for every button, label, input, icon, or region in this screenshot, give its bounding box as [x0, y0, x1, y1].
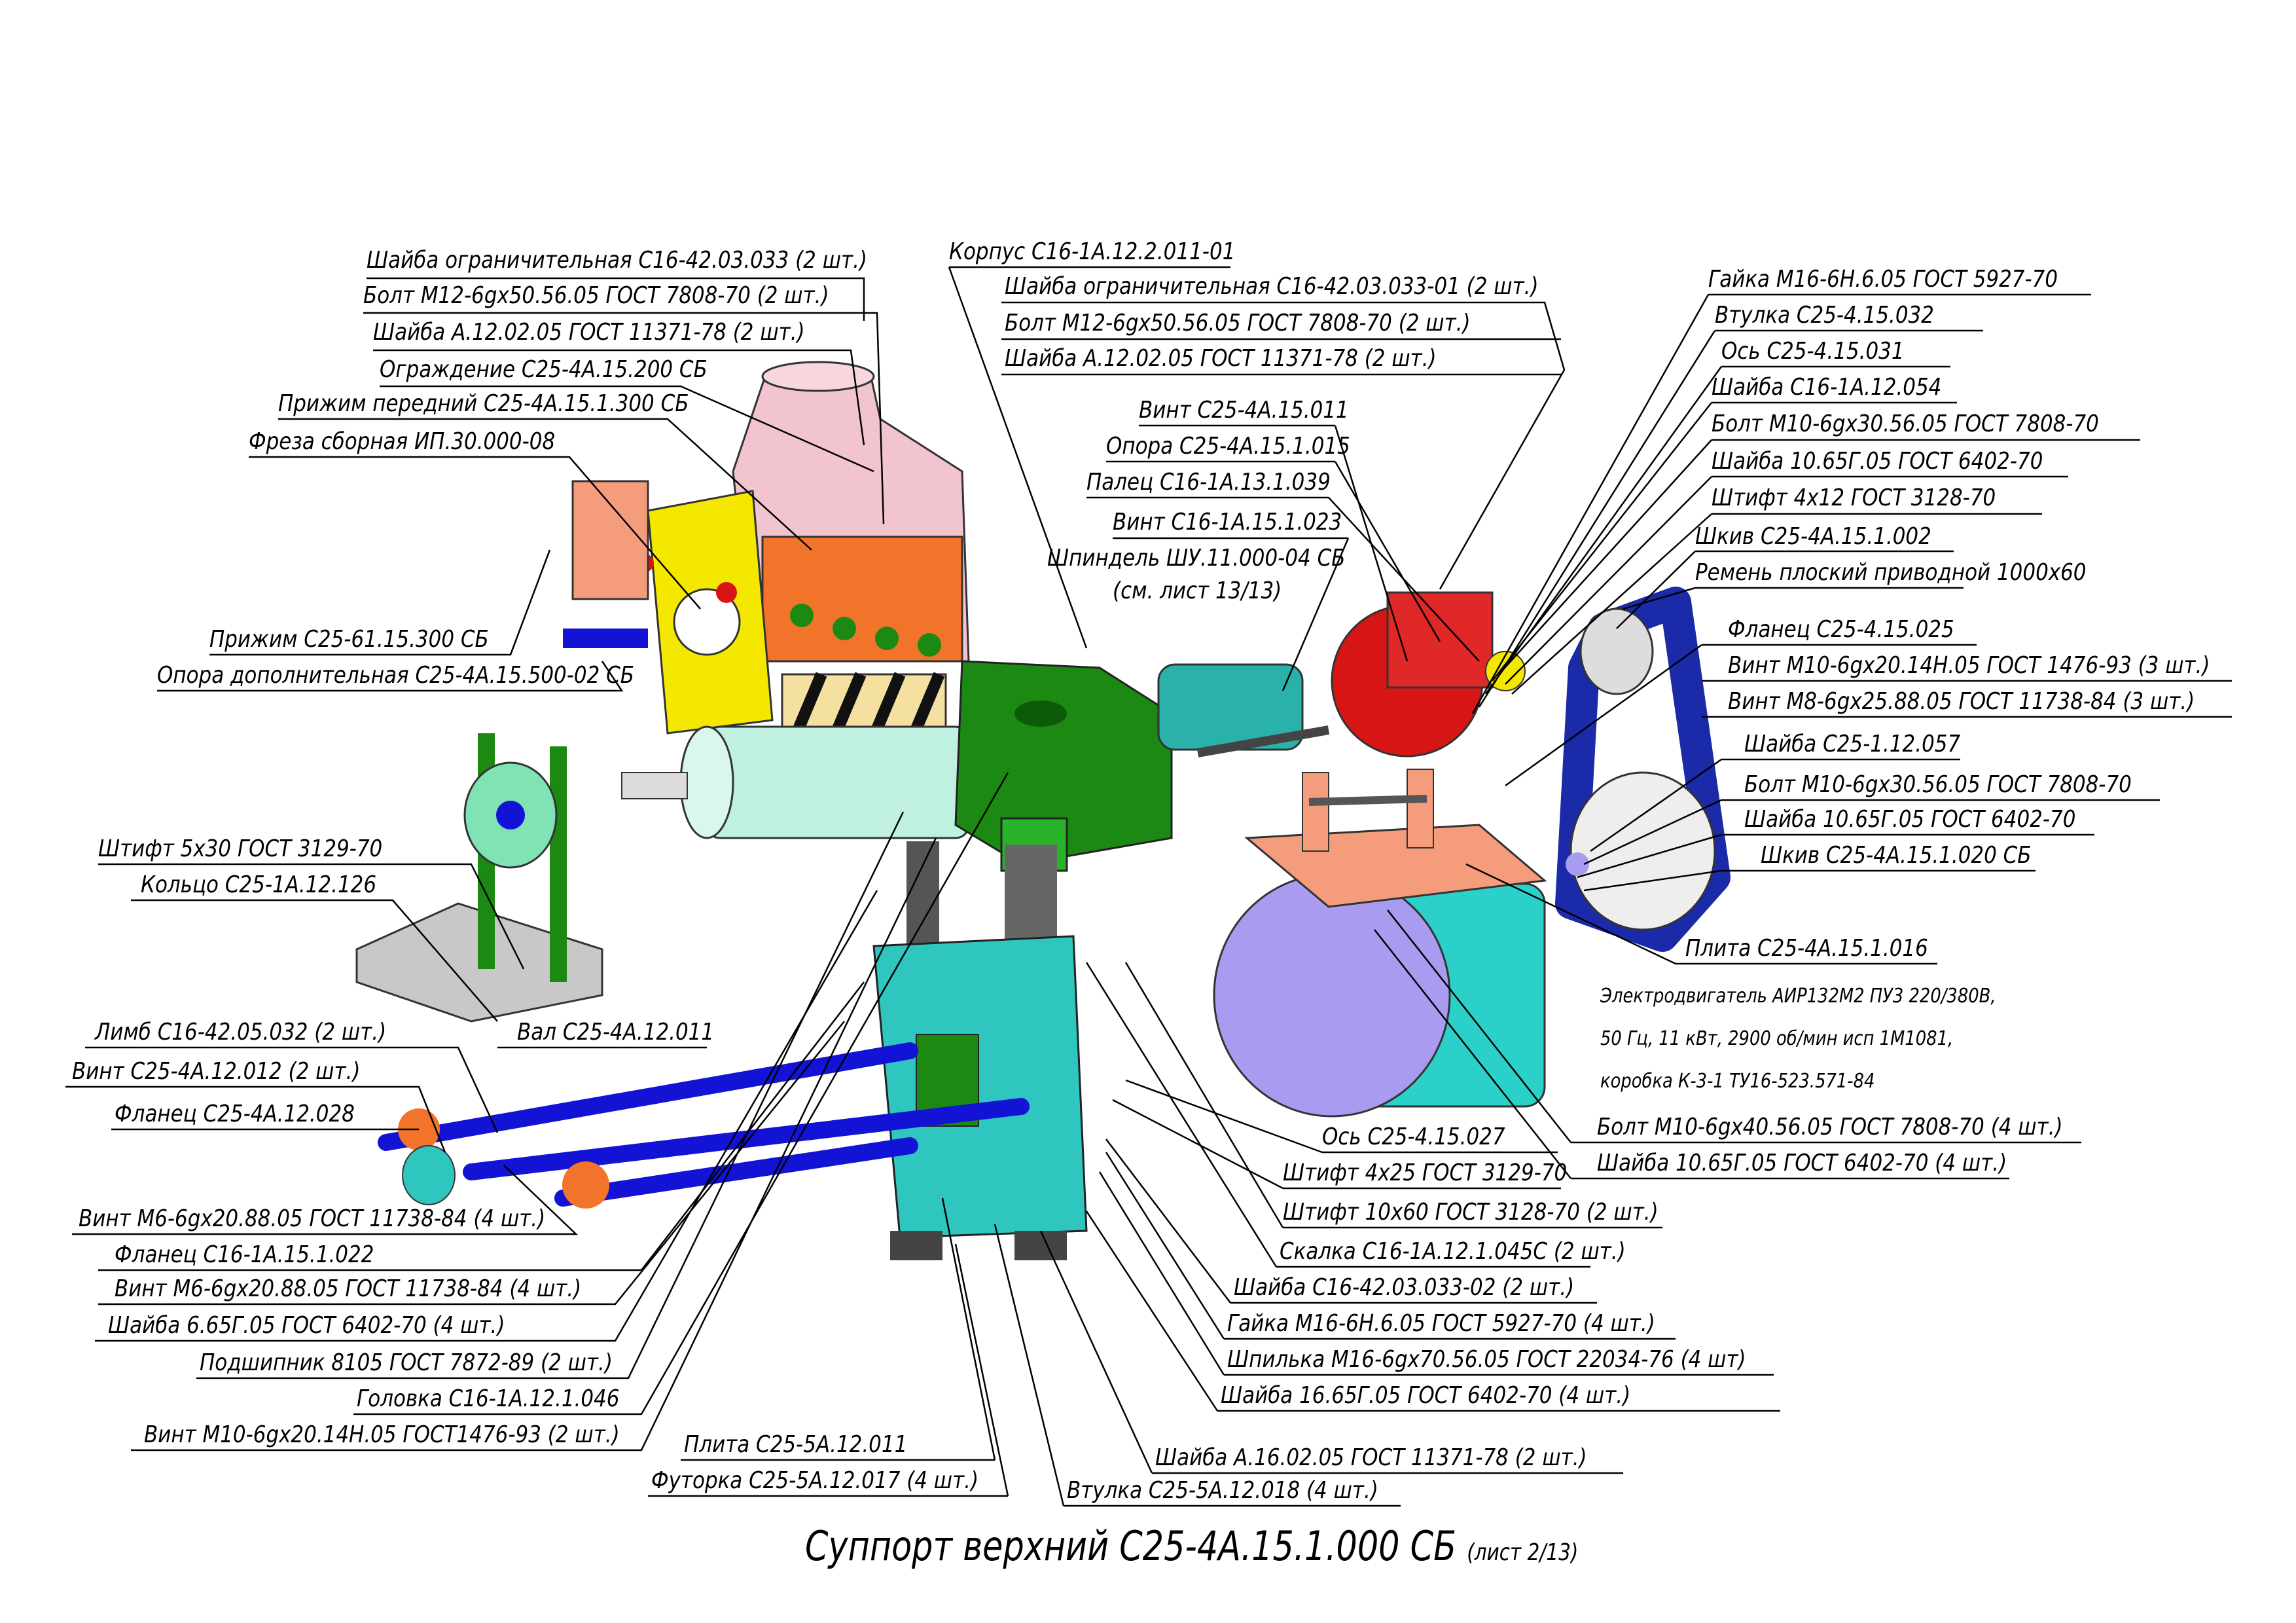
spindle-shaft [1157, 663, 1330, 757]
label-screw-m6-1: Винт М6-6gх20.88.05 ГОСТ 11738-84 (4 шт.… [79, 1205, 546, 1232]
lead-shafts [378, 1042, 1030, 1209]
label-spindle-ref: (см. лист 13/13) [1113, 577, 1282, 604]
label-insert-017: Футорка С25-5А.12.017 (4 шт.) [651, 1467, 979, 1494]
label-nut-m16: Гайка М16-6Н.6.05 ГОСТ 5927-70 [1708, 266, 2058, 293]
label-spindle: Шпиндель ШУ.11.000-04 СБ [1047, 545, 1346, 572]
side-clamp [563, 480, 649, 648]
spindle-pulley [1331, 591, 1526, 757]
main-body [954, 660, 1173, 872]
label-flange-028: Фланец С25-4А.12.028 [115, 1101, 355, 1127]
label-housing: Корпус С16-1А.12.2.011-01 [949, 238, 1236, 265]
label-screw-012: Винт С25-4А.12.012 (2 шт.) [72, 1058, 361, 1085]
aux-support [355, 733, 603, 1023]
label-washer-a12-2: Шайба А.12.02.05 ГОСТ 11371-78 (2 шт.) [1005, 345, 1437, 372]
label-motor-line1: Электродвигатель АИР132М2 ПУ3 220/380В, [1600, 985, 1996, 1008]
label-belt: Ремень плоский приводной 1000х60 [1695, 559, 2087, 586]
label-nut-m16-4: Гайка М16-6Н.6.05 ГОСТ 5927-70 (4 шт.) [1227, 1310, 1655, 1337]
cutter-plate [636, 490, 774, 735]
label-motor-line3: коробка К-3-1 ТУ16-523.571-84 [1600, 1070, 1875, 1093]
label-washer-a12-1: Шайба А.12.02.05 ГОСТ 11371-78 (2 шт.) [373, 319, 805, 346]
spindle-sleeve [621, 725, 970, 839]
leader-lines [65, 266, 2232, 1507]
label-bushing-018: Втулка С25-5А.12.018 (4 шт.) [1067, 1477, 1378, 1504]
label-head-046: Головка С16-1А.12.1.046 [357, 1385, 620, 1412]
label-guard: Ограждение С25-4А.15.200 СБ [380, 356, 708, 383]
label-front-clamp: Прижим передний С25-4А.15.1.300 СБ [278, 390, 689, 417]
label-bushing-032: Втулка С25-4.15.032 [1715, 302, 1934, 329]
title-text: Суппорт верхний С25-4А.15.1.000 СБ [805, 1522, 1457, 1570]
label-stud-m16: Шпилька М16-6gх70.56.05 ГОСТ 22034-76 (4… [1227, 1346, 1746, 1373]
label-plate-016: Плита С25-4А.15.1.016 [1685, 935, 1928, 962]
label-plate-011: Плита С25-5А.12.011 [684, 1431, 908, 1458]
label-screw-011: Винт С25-4А.15.011 [1139, 397, 1349, 424]
label-pulley-020: Шкив С25-4А.15.1.020 СБ [1761, 842, 2032, 869]
label-pin-5x30: Штифт 5х30 ГОСТ 3129-70 [98, 835, 383, 862]
label-screw-m10-2: Винт М10-6gх20.14Н.05 ГОСТ1476-93 (2 шт.… [144, 1421, 620, 1448]
label-motor-line2: 50 Гц, 11 кВт, 2900 об/мин исп 1М1081, [1600, 1027, 1954, 1050]
label-pulley-002: Шкив С25-4А.15.1.002 [1695, 523, 1931, 550]
sheet-number: (лист 2/13) [1467, 1539, 1579, 1566]
label-support-015: Опора С25-4А.15.1.015 [1106, 433, 1350, 460]
label-washer-a16: Шайба А.16.02.05 ГОСТ 11371-78 (2 шт.) [1155, 1444, 1587, 1471]
label-limit-washer-1: Шайба ограничительная С16-42.03.033 (2 ш… [367, 247, 868, 274]
label-screw-m8-3: Винт М8-6gх25.88.05 ГОСТ 11738-84 (3 шт.… [1728, 688, 2195, 715]
label-washer-10-4: Шайба 10.65Г.05 ГОСТ 6402-70 (4 шт.) [1597, 1150, 2007, 1176]
label-flange-025: Фланец С25-4.15.025 [1728, 616, 1954, 643]
label-washer-10-2: Шайба 10.65Г.05 ГОСТ 6402-70 [1744, 806, 2076, 833]
label-screw-m6-2: Винт М6-6gх20.88.05 ГОСТ 11738-84 (4 шт.… [115, 1275, 582, 1302]
label-bolt-m10-2: Болт М10-6gх30.56.05 ГОСТ 7808-70 [1744, 771, 2132, 798]
label-washer-16: Шайба 16.65Г.05 ГОСТ 6402-70 (4 шт.) [1221, 1382, 1631, 1409]
label-limit-washer-2: Шайба ограничительная С16-42.03.033-01 (… [1005, 273, 1539, 300]
label-cutter: Фреза сборная ИП.30.000-08 [249, 428, 556, 455]
label-dial: Лимб С16-42.05.032 (2 шт.) [95, 1019, 387, 1046]
label-pin-039: Палец С16-1А.13.1.039 [1086, 469, 1331, 496]
label-washer-6: Шайба 6.65Г.05 ГОСТ 6402-70 (4 шт.) [108, 1312, 505, 1339]
label-axle-031: Ось С25-4.15.031 [1721, 338, 1905, 365]
label-clamp: Прижим С25-61.15.300 СБ [209, 626, 489, 653]
drawing-title: Суппорт верхний С25-4А.15.1.000 СБ (лист… [805, 1522, 1578, 1570]
label-screw-023: Винт С16-1А.15.1.023 [1113, 509, 1342, 536]
label-bearing: Подшипник 8105 ГОСТ 7872-89 (2 шт.) [200, 1349, 613, 1376]
label-pin-4x25: Штифт 4х25 ГОСТ 3129-70 [1283, 1159, 1568, 1186]
label-rod-045: Скалка С16-1А.12.1.045С (2 шт.) [1280, 1238, 1626, 1265]
label-screw-m10-3: Винт М10-6gх20.14Н.05 ГОСТ 1476-93 (3 шт… [1728, 652, 2210, 679]
label-washer-054: Шайба С16-1А.12.054 [1712, 374, 1942, 401]
label-flange-022: Фланец С16-1А.15.1.022 [115, 1241, 374, 1268]
label-bolt-m12-2: Болт М12-6gх50.56.05 ГОСТ 7808-70 (2 шт.… [1005, 310, 1471, 337]
label-axle-027: Ось С25-4.15.027 [1322, 1123, 1505, 1150]
label-bolt-m12-1: Болт М12-6gх50.56.05 ГОСТ 7808-70 (2 шт.… [363, 282, 829, 309]
belt-drive [1555, 587, 1731, 952]
label-bolt-m10-1: Болт М10-6gх30.56.05 ГОСТ 7808-70 [1712, 410, 2099, 437]
label-pin-4x12: Штифт 4х12 ГОСТ 3128-70 [1712, 484, 1996, 511]
label-bolt-m10-4: Болт М10-6gх40.56.05 ГОСТ 7808-70 (4 шт.… [1597, 1114, 2063, 1140]
base-block [872, 935, 1088, 1260]
label-washer-10-1: Шайба 10.65Г.05 ГОСТ 6402-70 [1712, 448, 2043, 475]
label-aux-support: Опора дополнительная С25-4А.15.500-02 СБ [157, 662, 634, 689]
motor [1213, 769, 1547, 1118]
label-shaft-011: Вал С25-4А.12.011 [517, 1019, 715, 1046]
label-washer-057: Шайба С25-1.12.057 [1744, 731, 1961, 757]
label-pin-10x60: Штифт 10х60 ГОСТ 3128-70 (2 шт.) [1283, 1199, 1659, 1226]
front-clamp [761, 536, 963, 663]
label-washer-033-02: Шайба С16-42.03.033-02 (2 шт.) [1234, 1274, 1575, 1301]
label-ring-126: Кольцо С25-1А.12.126 [141, 871, 377, 898]
